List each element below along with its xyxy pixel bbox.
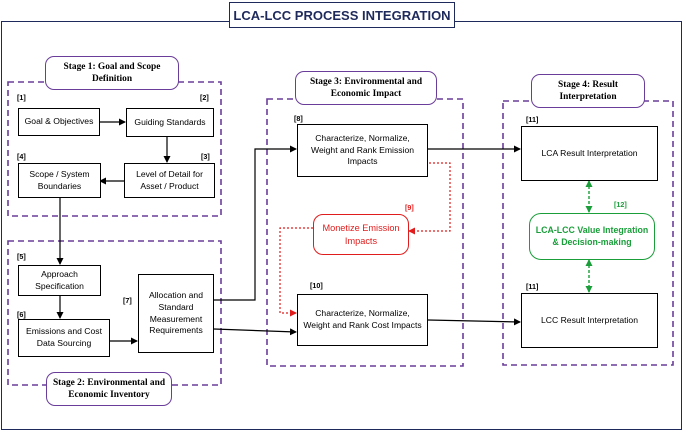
label-3: [3]	[201, 152, 210, 161]
label-8: [8]	[294, 114, 303, 123]
arrow-cost-to-lcc-result	[427, 318, 521, 326]
label-5: [5]	[17, 252, 26, 261]
arrow-allocation-to-cost-impacts	[213, 328, 297, 336]
page-title: LCA-LCC PROCESS INTEGRATION	[229, 2, 455, 28]
guiding-standards-box: Guiding Standards	[126, 108, 214, 137]
monetize-emission-box: Monetize Emission Impacts	[313, 214, 409, 255]
stage4-label: Stage 4: Result Interpretation	[531, 74, 645, 108]
label-11-bottom: [11]	[526, 282, 539, 291]
arrow-emission-to-monetize	[408, 162, 451, 235]
arrow-monetize-to-cost	[279, 227, 313, 317]
allocation-requirements-box: Allocation and Standard Measurement Requ…	[138, 274, 214, 353]
stage2-label: Stage 2: Environmental and Economic Inve…	[46, 372, 172, 406]
cost-impacts-box: Characterize, Normalize, Weight and Rank…	[297, 294, 428, 346]
label-12: [12]	[614, 200, 627, 209]
value-integration-box: LCA-LCC Value Integration & Decision-mak…	[529, 213, 655, 260]
goal-objectives-box: Goal & Objectives	[18, 108, 100, 136]
lcc-result-box: LCC Result Interpretation	[521, 293, 658, 348]
label-11-top: [11]	[526, 115, 539, 124]
label-7: [7]	[123, 296, 132, 305]
emissions-cost-sourcing-box: Emissions and Cost Data Sourcing	[18, 319, 110, 357]
label-4: [4]	[17, 152, 26, 161]
label-9: [9]	[405, 203, 414, 212]
scope-boundaries-box: Scope / System Boundaries	[18, 163, 101, 198]
label-6: [6]	[17, 310, 26, 319]
lca-result-box: LCA Result Interpretation	[521, 126, 658, 181]
stage3-region	[266, 98, 464, 367]
stage3-label: Stage 3: Environmental and Economic Impa…	[295, 71, 437, 105]
approach-specification-box: Approach Specification	[18, 265, 101, 296]
stage1-region	[7, 81, 222, 217]
label-10: [10]	[310, 281, 323, 290]
label-2: [2]	[200, 93, 209, 102]
label-1: [1]	[17, 93, 26, 102]
emission-impacts-box: Characterize, Normalize, Weight and Rank…	[297, 124, 428, 177]
stage1-label: Stage 1: Goal and Scope Definition	[45, 56, 179, 90]
arrow-allocation-to-emission-impacts	[214, 145, 297, 301]
level-of-detail-box: Level of Detail for Asset / Product	[124, 163, 215, 198]
